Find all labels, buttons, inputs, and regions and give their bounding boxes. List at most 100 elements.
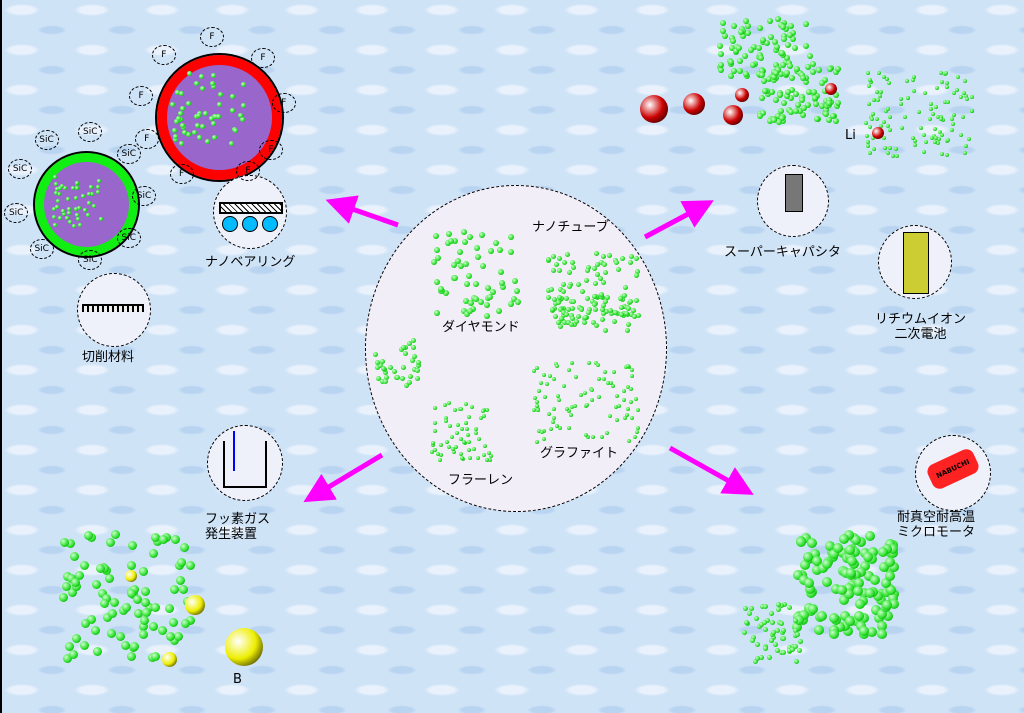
fullerene-atom [460, 427, 464, 431]
li-ion-ball [640, 95, 668, 123]
nanotube-atom [718, 62, 724, 68]
nanotube-atom [607, 253, 612, 258]
graphite-atom [899, 97, 903, 101]
nanotube-atom [569, 322, 574, 327]
nanotube-atom [774, 44, 780, 50]
boron-ball [185, 595, 205, 615]
label-li-ion: リチウムイオン二次電池 [875, 312, 966, 342]
graphite-atom [600, 435, 604, 439]
nanotube-atom [571, 299, 576, 304]
fullerene-atom [433, 429, 437, 433]
core-atom [61, 209, 65, 213]
graphite-atom [606, 381, 610, 385]
boron-lattice-atom [93, 647, 102, 656]
micro-motor-icon: NABUCHI [915, 435, 991, 511]
boron-lattice-atom [110, 598, 119, 607]
arrow-fluorine [312, 455, 382, 497]
fullerene-atom [373, 352, 378, 357]
diamond-atom [435, 255, 441, 261]
sic-tag: SiC [4, 203, 28, 223]
graphite-atom [562, 384, 566, 388]
core-atom [230, 94, 235, 99]
motor-nanotube-atom [865, 531, 875, 541]
boron-lattice-atom [127, 652, 136, 661]
graphite-atom [615, 418, 619, 422]
core-atom [75, 186, 79, 190]
fullerene-atom [444, 419, 448, 423]
boron-lattice-atom [149, 622, 158, 631]
fullerene-atom [404, 383, 409, 388]
nanotube-atom [594, 323, 599, 328]
fullerene-atom [468, 456, 472, 460]
core-atom [66, 197, 70, 201]
core-atom [87, 192, 91, 196]
diamond-atom [467, 308, 473, 314]
motor-nanotube-atom [837, 585, 847, 595]
label-fullerene: フラーレン [448, 473, 513, 488]
core-atom [68, 220, 72, 224]
graphite-atom [629, 387, 633, 391]
diamond-atom [508, 234, 514, 240]
sic-tag: SiC [35, 130, 59, 150]
nanotube-atom [576, 282, 581, 287]
nanotube-atom [758, 55, 764, 61]
graphite-atom [962, 91, 966, 95]
nanotube-atom [777, 92, 783, 98]
graphite-atom [900, 126, 904, 130]
core-atom [241, 103, 246, 108]
nanotube-atom [564, 312, 569, 317]
diamond-atom [512, 278, 518, 284]
nanotube-atom [595, 272, 600, 277]
motor-nanotube-atom [865, 588, 875, 598]
core-atom [81, 194, 85, 198]
nanotube-atom [793, 108, 799, 114]
motor-nanotube-atom [846, 568, 856, 578]
nanotube-atom [736, 45, 742, 51]
nanotube-atom [785, 42, 791, 48]
graphite-atom [928, 117, 932, 121]
fullerene-atom [762, 620, 767, 625]
motor-nanotube-atom [855, 599, 865, 609]
graphite-atom [879, 90, 883, 94]
fullerene-atom [763, 627, 768, 632]
motor-nanotube-atom [829, 613, 839, 623]
label-li: Li [845, 128, 856, 143]
diamond-atom [515, 299, 521, 305]
label-nano-bearing: ナノベアリング [205, 255, 295, 270]
graphite-atom [587, 361, 591, 365]
graphite-atom [946, 100, 950, 104]
graphite-atom [535, 366, 539, 370]
diamond-atom [493, 240, 499, 246]
nanotube-atom [584, 278, 589, 283]
f-tag: F [251, 48, 275, 68]
fullerene-atom [401, 345, 406, 350]
nanotube-atom [603, 270, 608, 275]
core-atom [186, 101, 191, 106]
core-atom [92, 204, 96, 208]
diamond-atom [487, 294, 493, 300]
graphite-atom [924, 140, 928, 144]
fullerene-atom [781, 628, 786, 633]
boron-ball [162, 652, 177, 667]
capacitor-body [785, 174, 803, 212]
core-atom [96, 185, 100, 189]
diamond-atom [457, 249, 463, 255]
nanotube-atom [594, 251, 599, 256]
graphite-atom [636, 408, 640, 412]
fullerene-atom [433, 421, 437, 425]
nanotube-atom [551, 268, 556, 273]
nanotube-atom [816, 67, 822, 73]
motor-nanotube-atom [845, 616, 855, 626]
graphite-atom [866, 144, 870, 148]
fullerene-atom [787, 605, 792, 610]
li-ion-ball [825, 83, 837, 95]
graphite-atom [940, 80, 944, 84]
diamond-atom [484, 302, 490, 308]
graphite-atom [591, 435, 595, 439]
graphite-atom [565, 407, 569, 411]
bearing-ball [262, 216, 278, 232]
cutting-tool-icon [77, 273, 151, 347]
fullerene-atom [381, 366, 386, 371]
fullerene-atom [411, 345, 416, 350]
electrode [233, 431, 235, 471]
